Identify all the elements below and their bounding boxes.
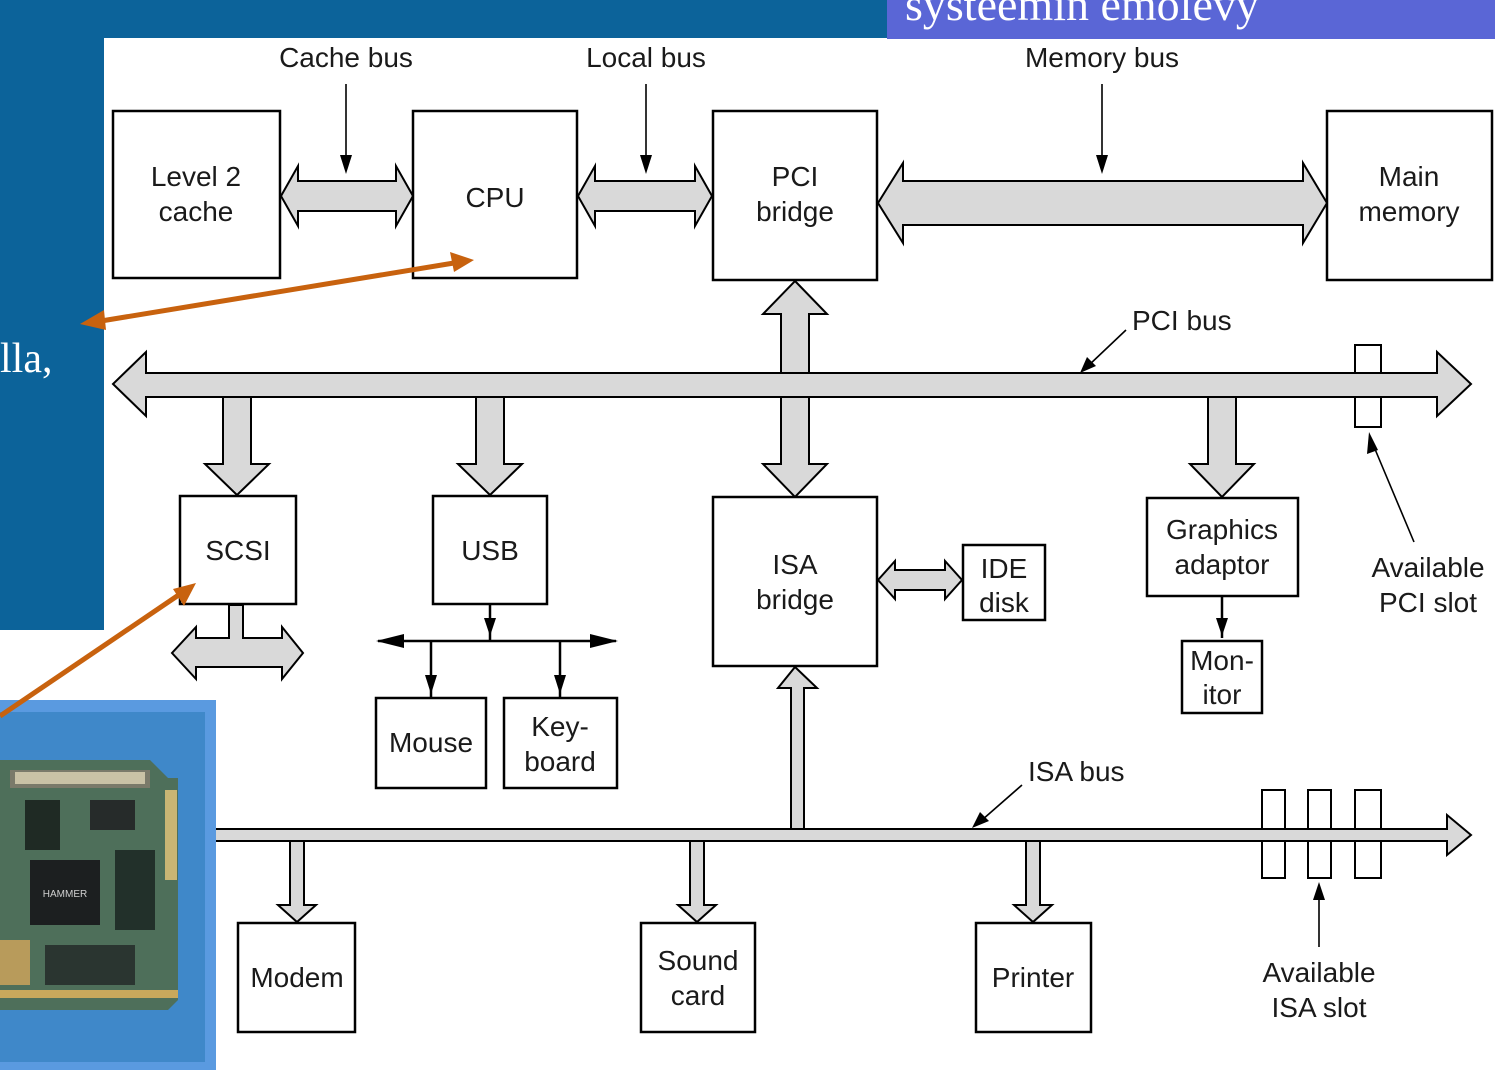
available-isa-slot-label-1: Available <box>1262 957 1375 988</box>
sound-card-label-1: Sound <box>658 945 739 976</box>
pci-bridge-to-pci-bus <box>760 279 830 374</box>
isa-slot-2-top <box>1307 789 1332 830</box>
usb-to-mouse-head <box>425 675 437 694</box>
scsi-label: SCSI <box>205 535 270 566</box>
usb-label: USB <box>461 535 519 566</box>
graphics-adaptor-label-2: adaptor <box>1175 549 1270 580</box>
keyboard-box <box>502 696 619 790</box>
callout-arrow-cpu <box>80 252 474 330</box>
available-isa-slot-label-2: ISA slot <box>1272 992 1367 1023</box>
printer-label: Printer <box>992 962 1074 993</box>
main-memory-label-2: memory <box>1358 196 1459 227</box>
modem-label: Modem <box>250 962 343 993</box>
level2-cache-label-2: cache <box>159 196 234 227</box>
memory-bus-label: Memory bus <box>1025 42 1179 73</box>
scsi-box <box>178 494 298 606</box>
diagram-panel-top-left <box>0 38 104 303</box>
monitor-box <box>1180 639 1264 715</box>
scsi-external-arrow <box>170 604 305 682</box>
isa-slot-3-top <box>1354 789 1382 830</box>
ide-disk-box <box>961 543 1047 622</box>
pci-to-usb-arrow <box>455 396 525 497</box>
pci-slot-pointer <box>1371 441 1415 543</box>
pci-to-isa-bridge-arrow <box>760 396 830 499</box>
cache-bus-label: Cache bus <box>279 42 413 73</box>
pci-bus-pointer-head <box>1080 357 1096 373</box>
available-pci-slot-label-1: Available <box>1371 552 1484 583</box>
title-box <box>887 0 1495 39</box>
pci-slot-pointer-head <box>1367 432 1378 454</box>
local-bus-label: Local bus <box>586 42 706 73</box>
isa-slot-1-top <box>1261 789 1286 830</box>
side-text: lla, <box>0 336 52 382</box>
pci-bridge-box <box>711 109 879 282</box>
pci-slot-top <box>1354 344 1382 374</box>
isa-to-modem-arrow <box>275 840 319 924</box>
callout-arrow-scsi <box>0 583 196 719</box>
cpu-label: CPU <box>465 182 524 213</box>
isa-slot-3-bottom <box>1354 840 1382 879</box>
monitor-label-1: Mon- <box>1190 645 1254 676</box>
isa-slot-2-bottom <box>1307 840 1332 879</box>
isa-slot-1-bottom <box>1261 840 1286 879</box>
isa-bus-arrow <box>209 812 1473 858</box>
sound-card-label-2: card <box>671 980 725 1011</box>
pci-bridge-label-2: bridge <box>756 196 834 227</box>
expansion-card-photo: HAMMER <box>0 760 178 1010</box>
mouse-label: Mouse <box>389 727 473 758</box>
modem-box <box>236 921 357 1034</box>
side-text-panel <box>0 303 104 630</box>
ide-disk-label-2: disk <box>979 587 1030 618</box>
isa-bridge-label-1: ISA <box>772 549 817 580</box>
slide-background <box>0 0 893 38</box>
sound-card-box <box>639 921 757 1034</box>
available-pci-slot-label-2: PCI slot <box>1379 587 1477 618</box>
usb-hbus-right-head <box>590 634 618 648</box>
isa-to-printer-arrow <box>1011 840 1055 924</box>
ide-disk-label-1: IDE <box>981 553 1028 584</box>
printer-box <box>974 921 1093 1034</box>
keyboard-label-2: board <box>524 746 596 777</box>
keyboard-label-1: Key- <box>531 711 589 742</box>
memory-bus-pointer-head <box>1096 155 1108 174</box>
level2-cache-box <box>111 109 282 280</box>
isa-bus-label: ISA bus <box>1028 756 1125 787</box>
pci-bridge-label-1: PCI <box>772 161 819 192</box>
photo-chip-text: HAMMER <box>43 889 87 900</box>
pci-to-graphics-arrow <box>1187 396 1257 499</box>
graphics-adaptor-box <box>1145 496 1300 598</box>
graphics-to-monitor-head <box>1216 618 1228 636</box>
pci-bus-arrow <box>111 349 1473 419</box>
cache-bus-pointer-head <box>340 155 352 174</box>
pci-to-scsi-arrow <box>202 396 272 497</box>
slide-title-fragment: systeemin emolevy <box>905 0 1259 30</box>
isa-bridge-box <box>711 495 879 668</box>
level2-cache-label-1: Level 2 <box>151 161 241 192</box>
isa-bus-pointer-head <box>972 812 989 828</box>
pci-bus-label: PCI bus <box>1132 305 1232 336</box>
mouse-box <box>374 696 488 790</box>
pci-slot-bottom <box>1354 396 1382 428</box>
usb-to-keyboard-head <box>554 675 566 694</box>
isa-bus-pointer <box>981 784 1023 821</box>
usb-stem-head <box>484 618 496 636</box>
isa-to-sound-arrow <box>675 840 719 924</box>
main-memory-label-1: Main <box>1379 161 1440 192</box>
pci-bus-pointer <box>1087 329 1127 367</box>
usb-hbus-left-head <box>376 634 404 648</box>
isa-slot-pointer-head <box>1313 882 1325 900</box>
monitor-label-2: itor <box>1203 679 1242 710</box>
cpu-box <box>411 109 579 280</box>
graphics-adaptor-label-1: Graphics <box>1166 514 1278 545</box>
isa-bridge-label-2: bridge <box>756 584 834 615</box>
local-bus-pointer-head <box>640 155 652 174</box>
main-memory-box <box>1325 109 1494 282</box>
